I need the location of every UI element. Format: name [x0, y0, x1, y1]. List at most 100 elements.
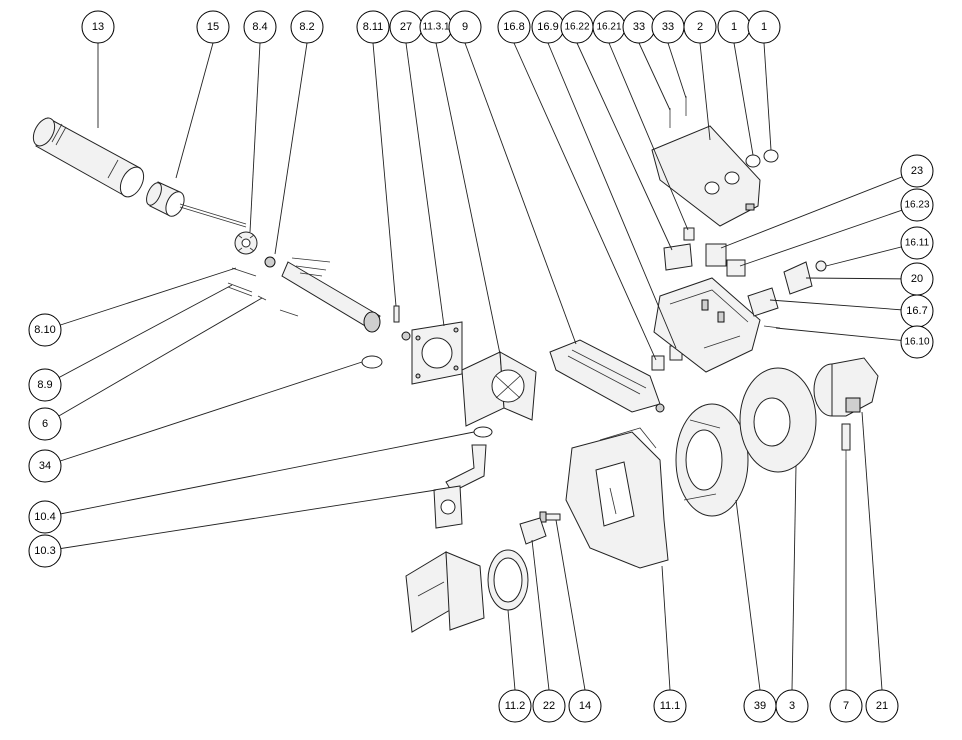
bolt-part [539, 511, 561, 523]
svg-text:16.23: 16.23 [904, 200, 929, 211]
callout-3: 3 [775, 689, 809, 723]
motor-flange-part [739, 367, 817, 473]
callout-16-11: 16.11 [900, 226, 934, 260]
capacitor-part [841, 423, 851, 460]
callout-39: 39 [743, 689, 777, 723]
callout-11-1: 11.1 [653, 689, 687, 723]
electrical-parts [663, 227, 746, 277]
svg-text:7: 7 [843, 700, 849, 712]
callout-6: 6 [28, 407, 62, 441]
callout-16-10: 16.10 [900, 325, 934, 359]
svg-text:9: 9 [462, 21, 468, 33]
svg-text:21: 21 [876, 700, 888, 712]
svg-text:16.21: 16.21 [596, 22, 621, 33]
control-box-part [653, 277, 761, 373]
svg-text:1: 1 [731, 21, 737, 33]
callout-34: 34 [28, 449, 62, 483]
callout-8-2: 8.2 [290, 10, 324, 44]
svg-text:6: 6 [42, 418, 48, 430]
gasket-part [411, 321, 463, 385]
callout-20: 20 [900, 262, 934, 296]
svg-text:10.3: 10.3 [34, 545, 55, 557]
callout-16-21: 16.21 [592, 10, 626, 44]
callout-15: 15 [196, 10, 230, 44]
svg-text:16.8: 16.8 [503, 21, 524, 33]
cover-part [651, 125, 761, 227]
svg-text:33: 33 [662, 21, 674, 33]
callout-1-b: 1 [747, 10, 781, 44]
callout-33-b: 33 [651, 10, 685, 44]
svg-text:13: 13 [92, 21, 104, 33]
svg-text:8.9: 8.9 [37, 379, 52, 391]
callout-11-3-1: 11.3.1 [419, 10, 453, 44]
svg-text:16.10: 16.10 [904, 337, 929, 348]
svg-text:34: 34 [39, 460, 51, 472]
nozzle-assembly-part [264, 256, 381, 333]
svg-text:16.7: 16.7 [906, 305, 927, 317]
o-ring-part [361, 355, 383, 369]
callout-2: 2 [683, 10, 717, 44]
svg-text:2: 2 [697, 21, 703, 33]
callout-14: 14 [568, 689, 602, 723]
electrodes-part [227, 267, 299, 317]
air-box-part [405, 551, 485, 633]
callout-27: 27 [389, 10, 423, 44]
fan-impeller-part [675, 403, 749, 517]
svg-text:33: 33 [633, 21, 645, 33]
diffuser-disc-part [234, 231, 258, 255]
callout-10-4: 10.4 [28, 500, 62, 534]
fan-housing-part [565, 427, 669, 569]
svg-text:11.1: 11.1 [660, 700, 681, 712]
svg-text:16.9: 16.9 [537, 21, 558, 33]
callout-11-2: 11.2 [498, 689, 532, 723]
callout-8-9: 8.9 [28, 368, 62, 402]
svg-text:8.10: 8.10 [34, 324, 55, 336]
small-block-part [519, 517, 547, 545]
sleeve-ring-part [146, 181, 247, 228]
callout-16-22: 16.22 [560, 10, 594, 44]
flange-housing-part [461, 351, 537, 427]
ring-part [487, 549, 529, 611]
callout-21: 21 [865, 689, 899, 723]
callout-13: 13 [81, 10, 115, 44]
leader-lines [44, 42, 918, 691]
callout-23: 23 [900, 154, 934, 188]
svg-text:14: 14 [579, 700, 591, 712]
pipe-elbow-part [433, 444, 487, 529]
svg-text:16.22: 16.22 [564, 22, 589, 33]
svg-text:16.11: 16.11 [905, 238, 930, 249]
side-components-part [747, 260, 827, 329]
svg-text:22: 22 [543, 700, 555, 712]
motor-part [813, 357, 879, 417]
svg-text:11.2: 11.2 [505, 700, 526, 712]
callout-1-a: 1 [717, 10, 751, 44]
svg-text:20: 20 [911, 273, 923, 285]
svg-text:27: 27 [400, 21, 412, 33]
blast-tube-part [32, 117, 145, 198]
svg-text:8.4: 8.4 [252, 21, 267, 33]
callout-22: 22 [532, 689, 566, 723]
callout-33-a: 33 [622, 10, 656, 44]
callout-16-8: 16.8 [497, 10, 531, 44]
callout-8-10: 8.10 [28, 313, 62, 347]
bracket-housing-part [549, 339, 665, 413]
svg-text:15: 15 [207, 21, 219, 33]
callout-16-23: 16.23 [900, 188, 934, 222]
svg-text:23: 23 [911, 165, 923, 177]
callout-10-3: 10.3 [28, 534, 62, 568]
svg-text:11.3.1: 11.3.1 [422, 22, 449, 33]
small-ring-part [473, 426, 493, 438]
svg-text:1: 1 [761, 21, 767, 33]
svg-text:8.2: 8.2 [299, 21, 314, 33]
svg-text:8.11: 8.11 [363, 21, 384, 33]
callout-8-4: 8.4 [243, 10, 277, 44]
grommets-part [745, 149, 779, 168]
callout-16-9: 16.9 [531, 10, 565, 44]
callout-7: 7 [829, 689, 863, 723]
callout-16-7: 16.7 [900, 294, 934, 328]
svg-text:3: 3 [789, 700, 795, 712]
small-screw-part [393, 305, 411, 341]
svg-text:10.4: 10.4 [34, 511, 55, 523]
svg-text:39: 39 [754, 700, 766, 712]
